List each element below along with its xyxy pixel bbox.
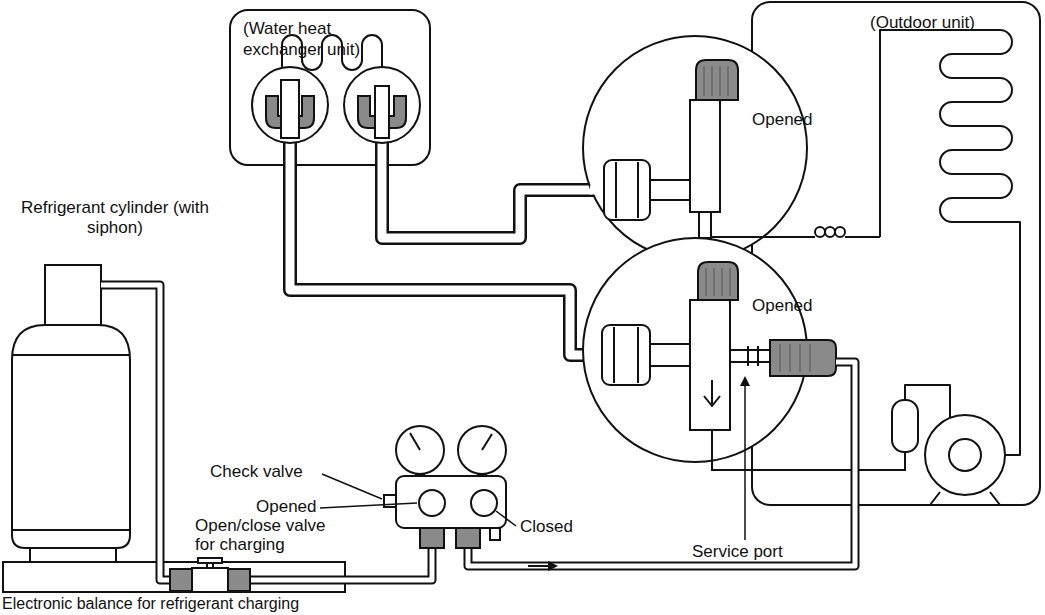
path-stroke (101, 285, 432, 580)
valve-inlet (650, 180, 692, 200)
unit-title: (Outdoor unit) (870, 12, 975, 33)
cylinder-base (30, 548, 116, 562)
path-stroke (845, 236, 880, 238)
state-label: Closed (520, 517, 573, 537)
unit-box: (Outdoor unit) (752, 2, 1040, 42)
manifold-port-plug (490, 528, 500, 540)
valve-outlet (699, 212, 711, 238)
circle-stroke (835, 227, 845, 237)
capillary-pipe (711, 236, 815, 238)
charging-valve-handle (198, 558, 222, 563)
valve-body (690, 300, 730, 430)
compressor-hub (949, 439, 981, 471)
g-stroke (252, 67, 420, 143)
valve-inlet (650, 344, 692, 366)
flow-arrow (528, 565, 556, 567)
hose-coupling (228, 569, 250, 591)
leader-lines (320, 378, 745, 540)
path-stroke (496, 511, 516, 526)
path-stroke (410, 433, 492, 450)
path-stroke (616, 162, 638, 218)
flare-nut (602, 325, 650, 385)
state-label: Opened (256, 497, 317, 517)
unit-box: (Water heat exchanger unit) (230, 10, 430, 90)
path-stroke (290, 130, 603, 355)
circle-stroke (825, 227, 835, 237)
fitting-tube (375, 86, 389, 138)
flare-fitting (252, 67, 328, 143)
path-stroke (468, 362, 855, 566)
manifold-port (456, 528, 480, 548)
path-stroke (748, 346, 758, 366)
g-stroke (230, 2, 1040, 505)
path-stroke (468, 362, 855, 566)
path-stroke (322, 474, 382, 499)
g-stroke (583, 36, 880, 260)
compressor (925, 415, 1005, 495)
refrigerant-cylinder (12, 325, 130, 548)
flare-nut (604, 160, 650, 220)
manifold-body (396, 476, 506, 528)
path-stroke (12, 355, 130, 530)
part-label: Check valve (210, 462, 303, 482)
outdoor-housing (752, 2, 1040, 505)
valve-cap (696, 60, 738, 100)
path-stroke (744, 378, 746, 540)
suction-line (712, 430, 905, 470)
refrigerant-pipes (290, 130, 605, 355)
path-stroke (706, 268, 730, 296)
accumulator (892, 400, 918, 452)
valve-body (690, 100, 720, 212)
flare-fitting (344, 67, 420, 143)
cylinder-valve (45, 265, 101, 325)
path-stroke (382, 130, 605, 238)
manifold-knob (471, 490, 497, 516)
service-port-cap (770, 340, 836, 376)
service-port-stub (730, 350, 770, 362)
path-stroke (290, 130, 603, 355)
path-stroke (320, 503, 417, 508)
path-stroke (587, 348, 590, 362)
part-label: Service port (692, 542, 783, 562)
path-stroke (415, 473, 487, 475)
g-stroke (170, 558, 556, 592)
magnifier-circle (583, 36, 807, 260)
part-label: Electronic balance for refrigerant charg… (2, 595, 299, 613)
path-stroke (780, 344, 810, 372)
circle-stroke (815, 227, 825, 237)
path-stroke (614, 327, 638, 383)
path-stroke (704, 66, 728, 96)
manifold-knob (419, 490, 445, 516)
manifold-port (420, 528, 444, 548)
condenser-coil (880, 30, 1020, 455)
state-label: Opened (752, 296, 813, 316)
flow-arrow (704, 380, 720, 406)
g-stroke (3, 265, 345, 592)
charging-valve-body (192, 568, 228, 592)
water-hx-housing (230, 10, 430, 165)
fitting-tube (281, 80, 299, 138)
valve-cap (698, 262, 738, 300)
path-stroke (101, 285, 432, 580)
state-label: Opened (752, 110, 813, 130)
unit-title: (Water heat exchanger unit) (243, 18, 393, 60)
compressor-stand (922, 492, 1008, 505)
g-stroke (384, 426, 506, 548)
part-label: Open/close valve for charging (195, 516, 345, 554)
charging-hoses (101, 285, 855, 580)
path-stroke (382, 130, 605, 238)
hose-coupling (170, 569, 192, 591)
part-label: Refrigerant cylinder (with siphon) (10, 198, 220, 238)
